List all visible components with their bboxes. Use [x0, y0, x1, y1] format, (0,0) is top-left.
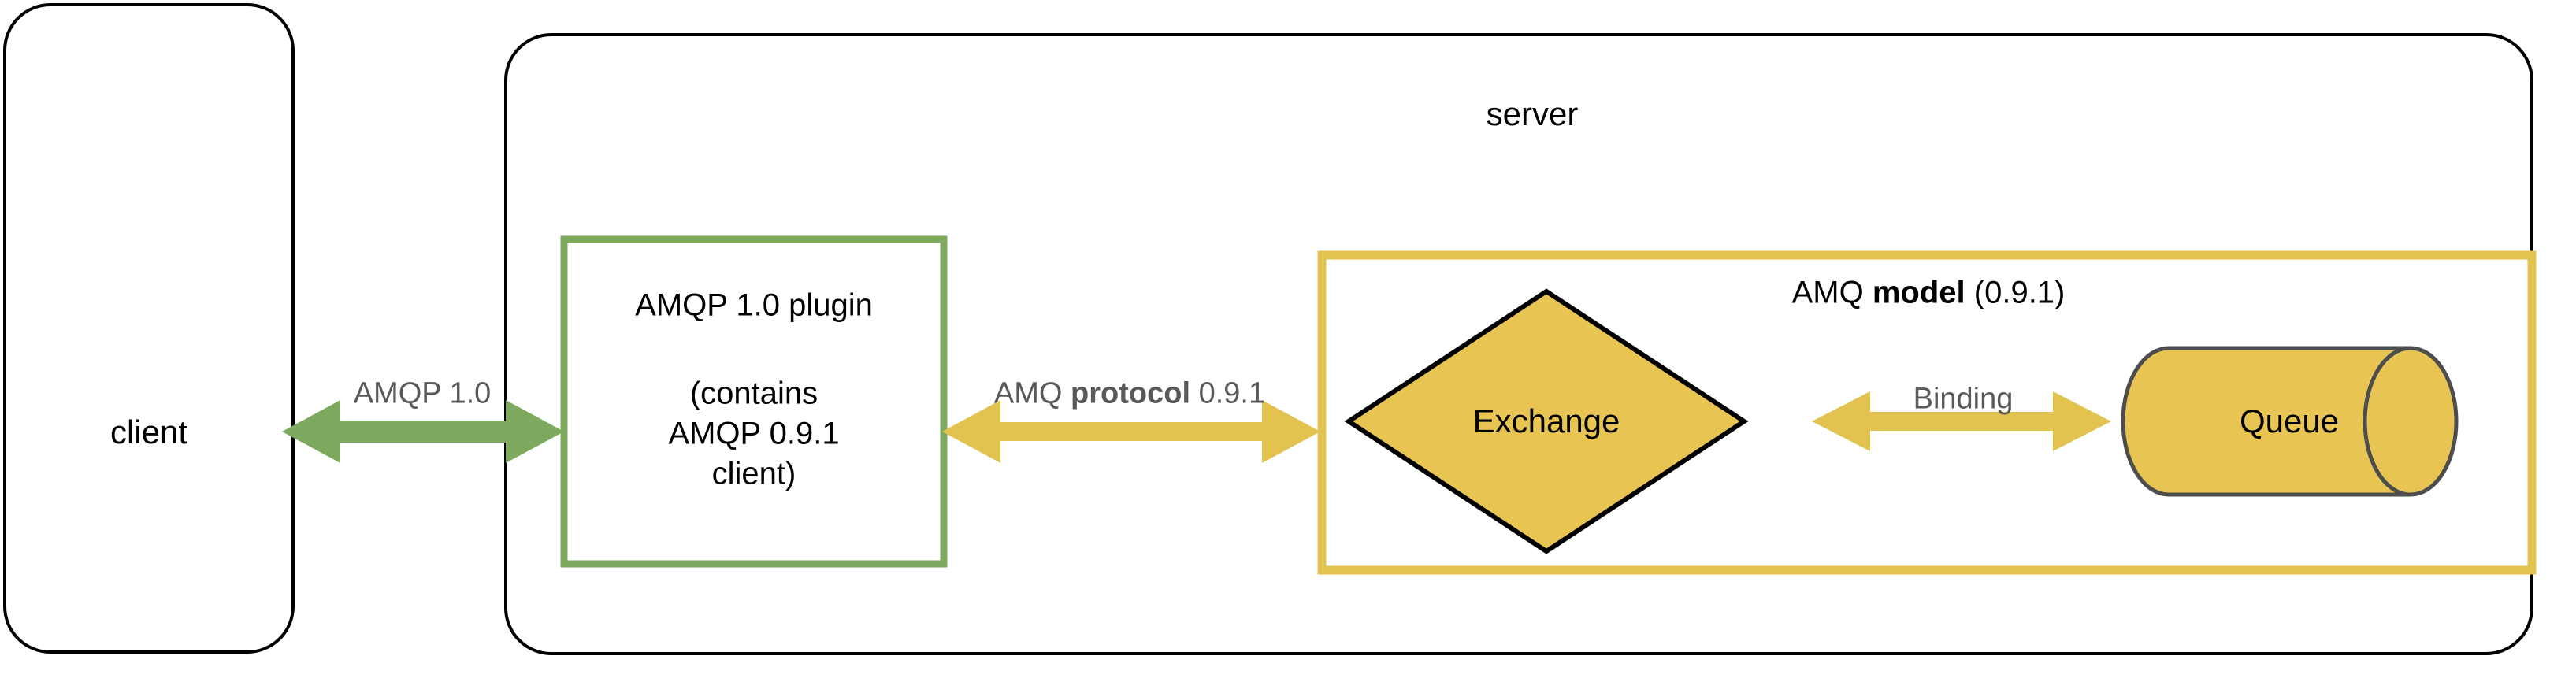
exchange-label: Exchange: [1472, 402, 1620, 440]
amq-model-emphasis: model: [1872, 275, 1965, 310]
client-plugin-arrow-shape: [282, 400, 564, 463]
client-container-shape: [3, 3, 295, 654]
amq-model-prefix: AMQ: [1791, 275, 1873, 310]
amqp-plugin-title: AMQP 1.0 plugin: [635, 287, 873, 323]
binding-arrow-shape: [1812, 391, 2111, 451]
amq-protocol-prefix: AMQ: [993, 376, 1071, 410]
amqp-plugin-contains-line3: client): [711, 456, 796, 491]
queue-label: Queue: [2239, 402, 2340, 440]
binding-edge-label: Binding: [1913, 382, 2014, 416]
amqp-plugin-contains-line1: (contains: [689, 376, 818, 411]
amq-model-label: AMQ model (0.9.1): [1792, 274, 2066, 311]
amqp-plugin-box-shape: [560, 235, 948, 568]
server-label: server: [1486, 95, 1579, 133]
client-label: client: [109, 413, 188, 451]
amqp-plugin-contains-line2: AMQP 0.9.1: [668, 416, 840, 451]
amq-protocol-suffix: 0.9.1: [1190, 376, 1266, 410]
amq-protocol-edge-label: AMQ protocol 0.9.1: [994, 376, 1265, 412]
queue-cylinder-shape: [2121, 346, 2459, 497]
amq-protocol-emphasis: protocol: [1071, 376, 1191, 410]
amq-model-suffix: (0.9.1): [1965, 275, 2066, 310]
amqp-1-0-edge-label: AMQP 1.0: [353, 376, 492, 410]
plugin-model-arrow-shape: [942, 400, 1320, 463]
exchange-diamond-shape: [1344, 288, 1749, 554]
